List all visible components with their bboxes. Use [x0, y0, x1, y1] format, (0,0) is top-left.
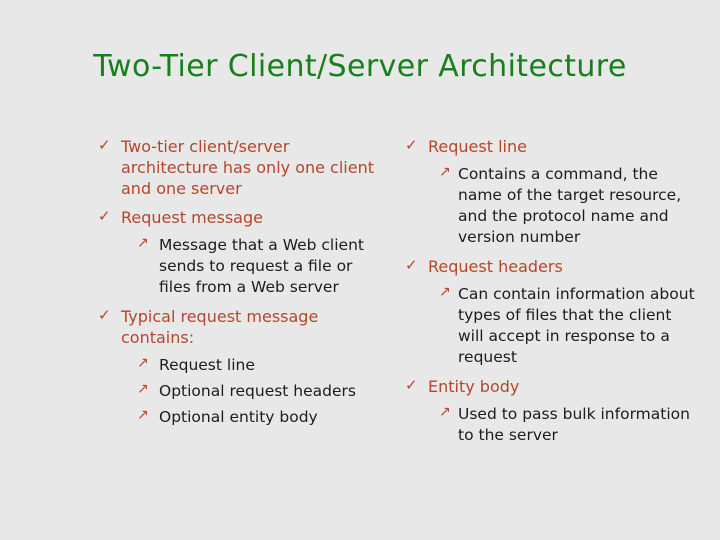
bullet-item: ↗ Optional request headers [96, 381, 388, 402]
bullet-item: ✓ Request headers [402, 256, 698, 277]
bullet-text: Request message [121, 208, 263, 227]
northeast-arrow-bullet-icon: ↗ [137, 235, 149, 251]
bullet-text: Request headers [428, 257, 563, 276]
bullet-item: ✓ Typical request message contains: [96, 306, 388, 348]
bullet-column-left: ✓ Two-tier client/server architecture has… [96, 136, 388, 433]
northeast-arrow-bullet-icon: ↗ [439, 404, 451, 420]
bullet-item: ✓ Entity body [402, 376, 698, 397]
bullet-text: Contains a command, the name of the targ… [458, 165, 682, 246]
bullet-text: Can contain information about types of f… [458, 285, 695, 366]
bullet-text: Optional request headers [159, 382, 356, 400]
page-title: Two-Tier Client/Server Architecture [93, 49, 627, 84]
bullet-item: ↗ Used to pass bulk information to the se… [402, 404, 698, 446]
bullet-text: Request line [159, 356, 255, 374]
northeast-arrow-bullet-icon: ↗ [137, 381, 149, 397]
bullet-text: Message that a Web client sends to reque… [159, 236, 364, 296]
northeast-arrow-bullet-icon: ↗ [439, 284, 451, 300]
northeast-arrow-bullet-icon: ↗ [137, 407, 149, 423]
checkmark-bullet-icon: ✓ [405, 376, 418, 394]
bullet-item: ✓ Request message [96, 207, 388, 228]
bullet-item: ✓ Two-tier client/server architecture has… [96, 136, 388, 199]
northeast-arrow-bullet-icon: ↗ [439, 164, 451, 180]
bullet-text: Typical request message contains: [121, 307, 319, 347]
bullet-column-right: ✓ Request line ↗ Contains a command, the na… [402, 136, 698, 451]
bullet-item: ↗ Optional entity body [96, 407, 388, 428]
bullet-text: Two-tier client/server architecture has … [121, 137, 374, 198]
bullet-text: Used to pass bulk information to the ser… [458, 405, 690, 444]
northeast-arrow-bullet-icon: ↗ [137, 355, 149, 371]
bullet-item: ↗ Message that a Web client sends to requ… [96, 235, 388, 298]
bullet-text: Request line [428, 137, 527, 156]
bullet-item: ↗ Request line [96, 355, 388, 376]
bullet-text: Optional entity body [159, 408, 318, 426]
checkmark-bullet-icon: ✓ [405, 256, 418, 274]
bullet-text: Entity body [428, 377, 520, 396]
slide-body: ✓ Two-tier client/server architecture has… [0, 136, 720, 506]
bullet-item: ↗ Can contain information about types of … [402, 284, 698, 368]
bullet-item: ↗ Contains a command, the name of the tar… [402, 164, 698, 248]
bullet-item: ✓ Request line [402, 136, 698, 157]
checkmark-bullet-icon: ✓ [98, 306, 111, 324]
checkmark-bullet-icon: ✓ [98, 207, 111, 225]
checkmark-bullet-icon: ✓ [98, 136, 111, 154]
checkmark-bullet-icon: ✓ [405, 136, 418, 154]
